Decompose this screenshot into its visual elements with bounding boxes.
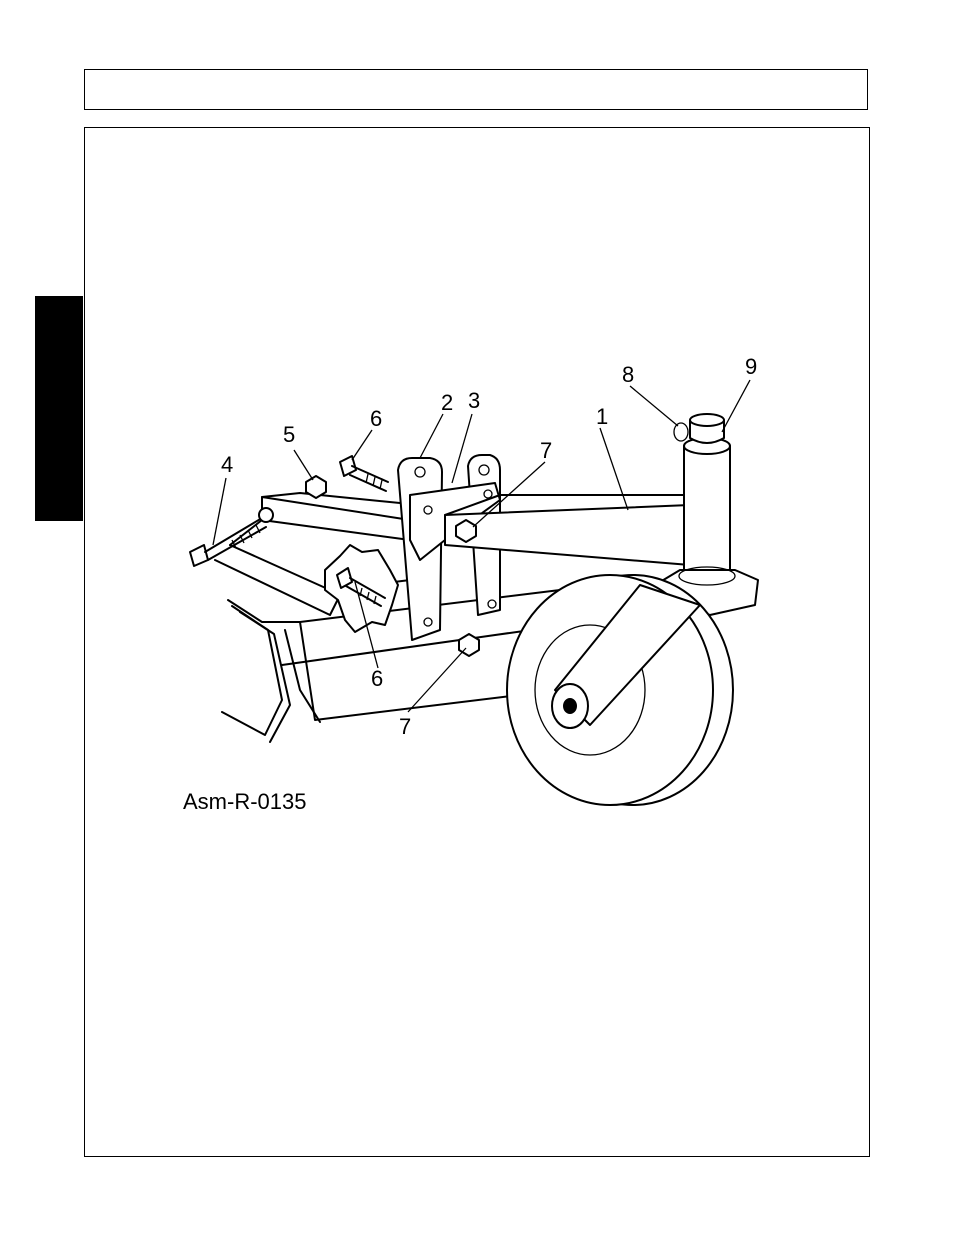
- callout-7-upper: 7: [540, 438, 552, 463]
- callout-6-upper: 6: [370, 406, 382, 431]
- callout-8: 8: [622, 362, 634, 387]
- callout-7-lower: 7: [399, 714, 411, 739]
- callout-6-lower: 6: [371, 666, 383, 691]
- wheel-drawing: [507, 575, 733, 805]
- callout-3: 3: [468, 388, 480, 413]
- callout-5: 5: [283, 422, 295, 447]
- callout-1: 1: [596, 404, 608, 429]
- figure-id-label: Asm-R-0135: [183, 789, 306, 815]
- callout-4: 4: [221, 452, 233, 477]
- callout-2: 2: [441, 390, 453, 415]
- callout-9: 9: [745, 354, 757, 379]
